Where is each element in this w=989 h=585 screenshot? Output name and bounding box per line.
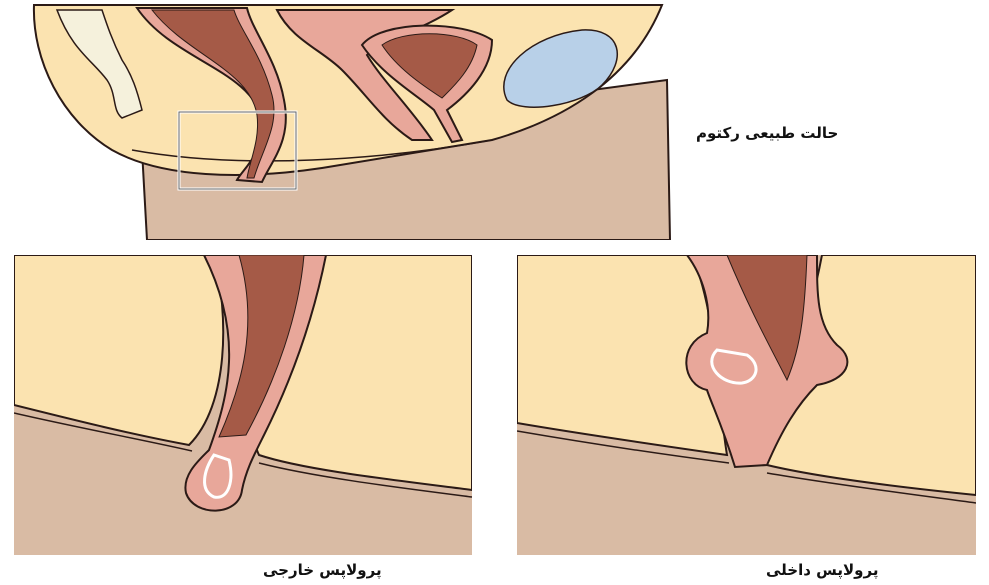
caption-external-prolapse: پرولاپس خارجی (263, 561, 382, 579)
caption-internal-prolapse: پرولاپس داخلی (766, 561, 878, 579)
caption-normal-rectum: حالت طبیعی رکتوم (696, 124, 838, 142)
external-prolapse-diagram (14, 255, 472, 555)
normal-rectum-diagram (22, 0, 672, 240)
internal-prolapse-diagram (517, 255, 976, 555)
